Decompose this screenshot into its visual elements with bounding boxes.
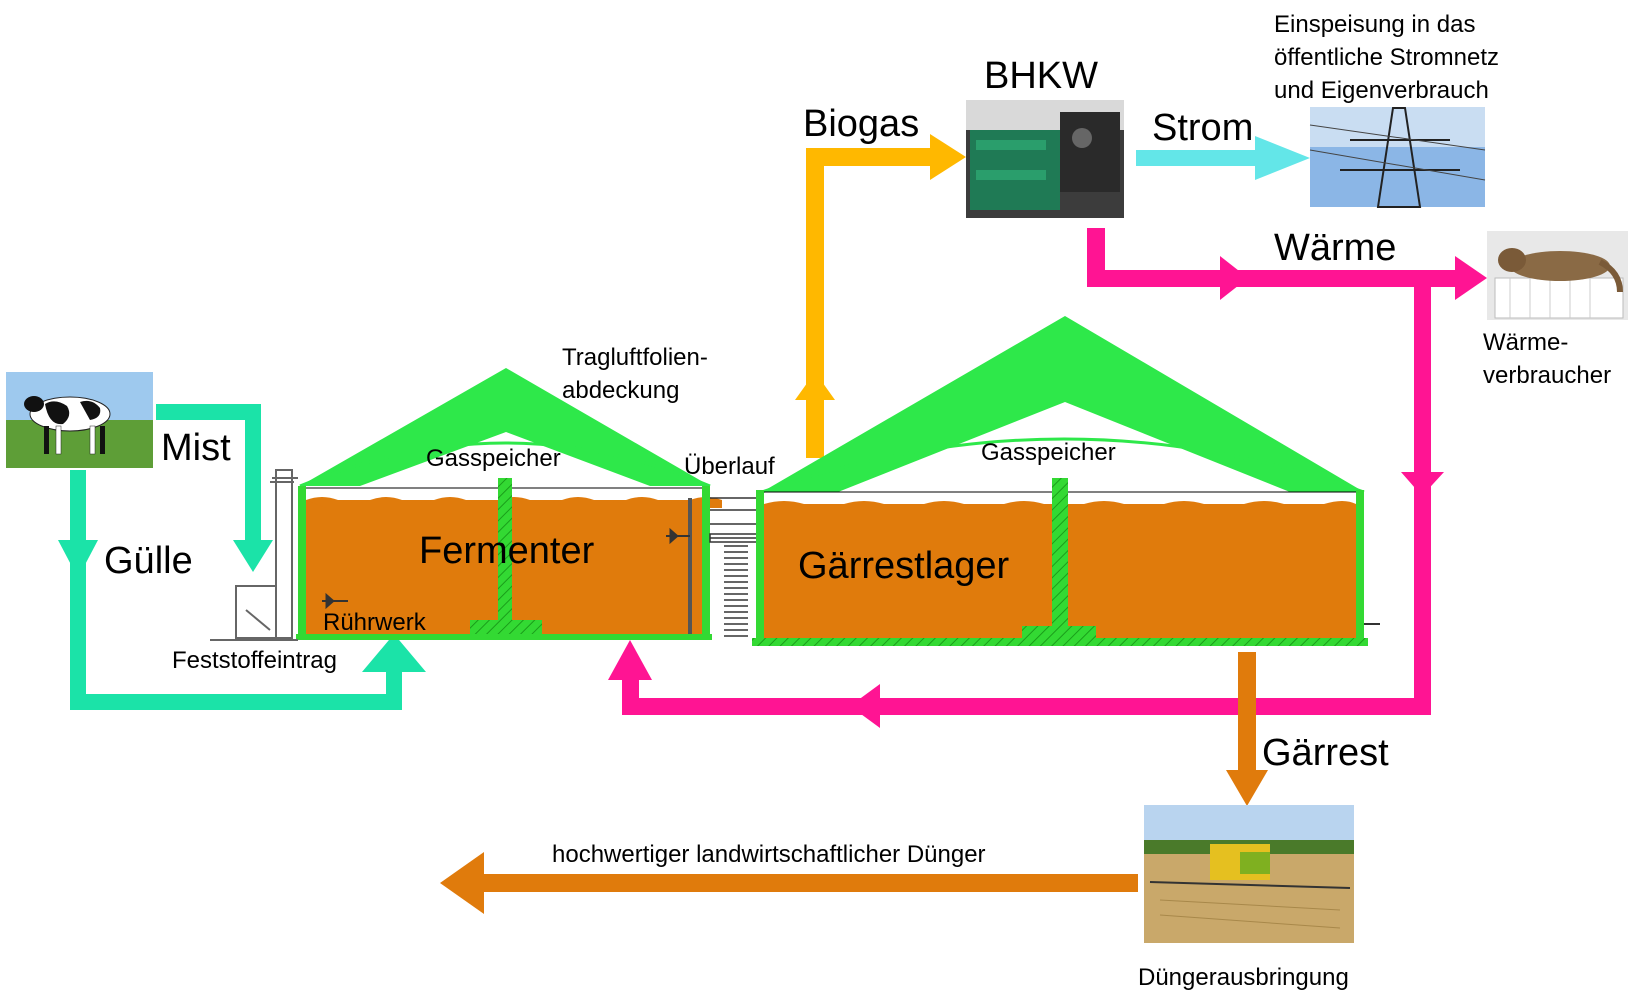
gasspeicher-label-2: Gasspeicher <box>981 439 1116 466</box>
bhkw-label: BHKW <box>984 55 1098 97</box>
fermenter-label: Fermenter <box>419 530 595 572</box>
einspeisung-label-line3: und Eigenverbrauch <box>1274 77 1489 104</box>
gaerrestlager-tank <box>752 316 1368 646</box>
cow-photo <box>6 372 153 468</box>
ueberlauf-label: Überlauf <box>684 453 775 480</box>
strom-label: Strom <box>1152 107 1253 149</box>
gaerrest-flow <box>440 652 1268 914</box>
gaerrestlager-label: Gärrestlager <box>798 545 1010 587</box>
guelle-label: Gülle <box>104 540 193 582</box>
gaerrest-label: Gärrest <box>1262 732 1389 774</box>
tragluft-label-line2: abdeckung <box>562 377 679 404</box>
mist-label: Mist <box>161 427 231 469</box>
gaerrestlager-dome <box>762 316 1364 492</box>
cat-on-radiator-photo <box>1487 231 1628 320</box>
fertilizer-spreading-photo <box>1144 805 1354 943</box>
duenger-label: hochwertiger landwirtschaftlicher Dünger <box>552 841 986 868</box>
einspeisung-label-line2: öffentliche Stromnetz <box>1274 44 1499 71</box>
waerme-label: Wärme <box>1274 227 1396 269</box>
duengerausbringung-label: Düngerausbringung <box>1138 964 1349 991</box>
power-pylon-photo <box>1309 107 1486 208</box>
mist-flow <box>156 404 273 572</box>
tragluft-label-line1: Tragluftfolien- <box>562 344 708 371</box>
feststoffeintrag-device <box>210 469 298 641</box>
waermeverbraucher-label-line2: verbraucher <box>1483 362 1611 389</box>
waermeverbraucher-label-line1: Wärme- <box>1483 329 1568 356</box>
biogas-flow <box>795 134 966 458</box>
einspeisung-label-line1: Einspeisung in das <box>1274 11 1475 38</box>
strom-flow <box>1136 136 1310 180</box>
waerme-flow <box>608 228 1487 728</box>
engine-photo <box>966 100 1124 218</box>
ueberlauf-ladder <box>724 545 748 637</box>
feststoffeintrag-label: Feststoffeintrag <box>172 647 337 674</box>
fermenter-dome <box>300 368 710 486</box>
guelle-flow <box>58 470 426 710</box>
ruehrwerk-label: Rührwerk <box>323 609 427 636</box>
gasspeicher-label-1: Gasspeicher <box>426 445 561 472</box>
biogas-label: Biogas <box>803 103 919 145</box>
fermenter-tank <box>296 368 722 640</box>
